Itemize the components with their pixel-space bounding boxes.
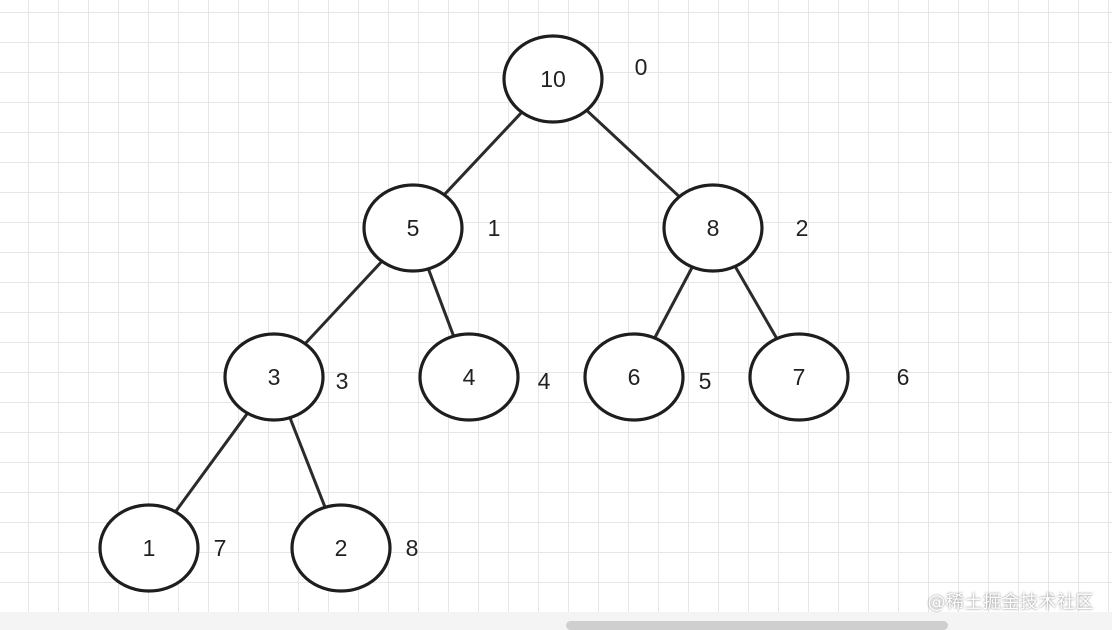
tree-edge-n1-n3 <box>303 259 384 346</box>
horizontal-scrollbar[interactable] <box>566 621 948 630</box>
tree-edge-n1-n4 <box>426 267 456 338</box>
node-value: 4 <box>463 364 476 390</box>
node-circle <box>98 503 200 593</box>
node-circle <box>223 332 325 422</box>
node-index-label: 4 <box>538 368 551 394</box>
watermark: @稀土掘金技术社区 <box>927 592 1094 613</box>
tree-edge-n2-n5 <box>653 265 694 340</box>
node-value: 2 <box>335 535 348 561</box>
tree-edge-n2-n6 <box>733 264 779 341</box>
node-index-label: 7 <box>214 535 227 561</box>
node-value: 1 <box>143 535 156 561</box>
node-value: 8 <box>707 215 720 241</box>
node-index-label: 8 <box>406 535 419 561</box>
tree-edge-n0-n2 <box>585 108 681 199</box>
tree-node-n0: 10 0 <box>502 34 648 124</box>
node-index-label: 5 <box>699 368 712 394</box>
node-index-label: 0 <box>635 54 648 80</box>
node-circle <box>662 183 764 273</box>
node-circle <box>583 332 685 422</box>
node-index-label: 3 <box>336 368 349 394</box>
node-value: 7 <box>793 364 806 390</box>
node-circle <box>748 332 850 422</box>
node-value: 6 <box>628 364 641 390</box>
node-circle <box>362 183 464 273</box>
tree-edge-n3-n7 <box>173 411 250 514</box>
node-value: 5 <box>407 215 420 241</box>
node-index-label: 2 <box>796 215 809 241</box>
tree-edge-n3-n8 <box>288 416 327 509</box>
node-value: 3 <box>268 364 281 390</box>
node-index-label: 1 <box>488 215 501 241</box>
node-value: 10 <box>540 66 566 92</box>
node-circle <box>418 332 520 422</box>
node-circle <box>502 34 604 124</box>
tree-edge-n0-n1 <box>442 110 524 197</box>
node-circle <box>290 503 392 593</box>
node-index-label: 6 <box>897 364 910 390</box>
